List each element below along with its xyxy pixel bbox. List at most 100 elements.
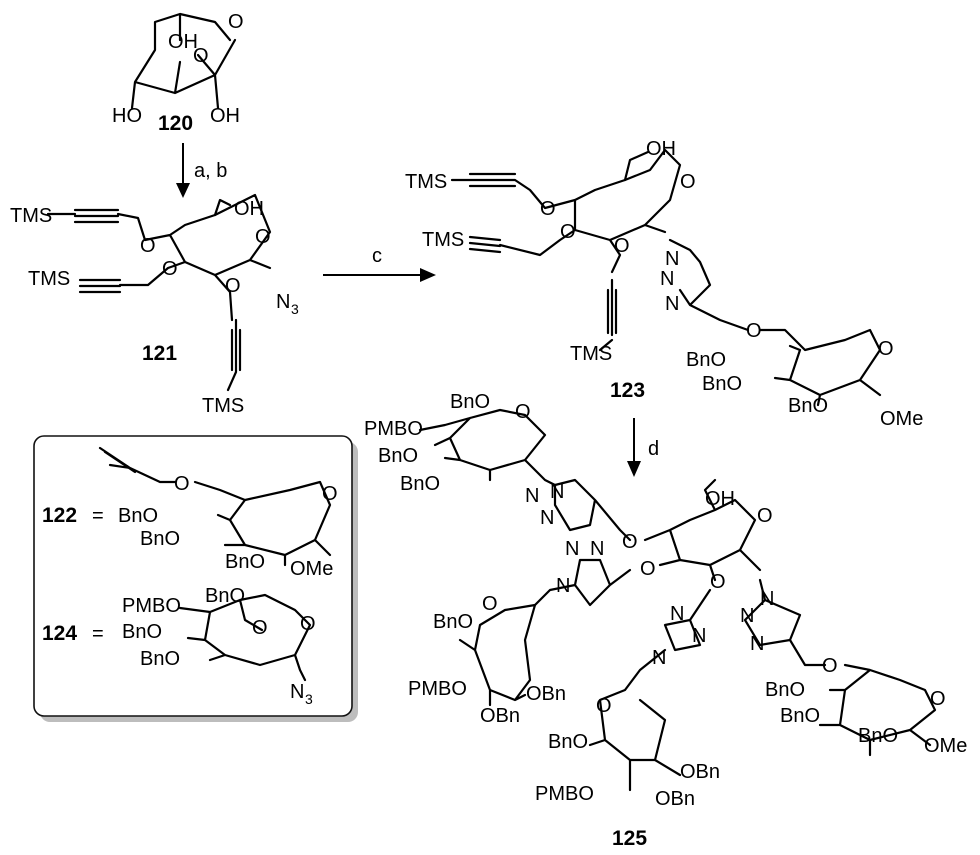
- c125-n-8: N: [670, 603, 684, 625]
- c125-o-7: O: [822, 655, 838, 677]
- c125-o-2: O: [622, 531, 638, 553]
- arrow-step-d: d: [627, 418, 659, 477]
- c122-o-ring: O: [322, 483, 338, 505]
- c124-bno-3: BnO: [140, 648, 180, 670]
- compound-121: TMS TMS TMS OH O O O O N 3 121: [10, 193, 299, 417]
- c125-obn-2: OBn: [480, 705, 520, 727]
- c121-n: N: [276, 291, 290, 313]
- c123-o-2: O: [560, 221, 576, 243]
- c125-bno-4: BnO: [433, 611, 473, 633]
- c121-n-sub: 3: [291, 301, 299, 317]
- compound-123: TMS TMS TMS OH O O O O N N N O O BnO BnO…: [405, 138, 923, 430]
- arrow-label-c: c: [372, 245, 382, 267]
- c123-tms-1: TMS: [405, 171, 447, 193]
- compound-125: PMBO BnO O BnO BnO N N N OH O O O O N N …: [364, 391, 967, 850]
- c123-o-1: O: [540, 198, 556, 220]
- arrow-step-ab: a, b: [176, 143, 227, 198]
- c125-bno-8: BnO: [858, 725, 898, 747]
- c121-o-3: O: [225, 275, 241, 297]
- c124-o-ring: O: [300, 613, 316, 635]
- c125-oh: OH: [705, 488, 735, 510]
- c123-o-ring-2: O: [878, 338, 894, 360]
- c120-o-ring: O: [228, 11, 244, 33]
- c121-tms-1: TMS: [10, 205, 52, 227]
- c121-oh: OH: [234, 198, 264, 220]
- arrow-label-d: d: [648, 438, 659, 460]
- c123-number: 123: [610, 379, 645, 402]
- c123-n-2: N: [660, 268, 674, 290]
- c125-n-5: N: [590, 538, 604, 560]
- c123-n-1: N: [665, 248, 679, 270]
- c125-n-10: N: [760, 588, 774, 610]
- c122-bno-1: BnO: [118, 505, 158, 527]
- c125-n-3: N: [540, 507, 554, 529]
- c121-tms-2: TMS: [28, 268, 70, 290]
- c124-pmbo: PMBO: [122, 595, 181, 617]
- c125-number: 125: [612, 827, 647, 850]
- c123-oh: OH: [646, 138, 676, 160]
- c125-n-1: N: [550, 481, 564, 503]
- c125-n-9: N: [652, 647, 666, 669]
- c125-obn-4: OBn: [655, 788, 695, 810]
- c123-o-ring: O: [680, 171, 696, 193]
- c123-n-3: N: [665, 293, 679, 315]
- c125-n-6: N: [556, 575, 570, 597]
- c121-o-1: O: [140, 235, 156, 257]
- c123-bno-2: BnO: [702, 373, 742, 395]
- c125-pmbo-3: PMBO: [535, 783, 594, 805]
- c125-bno-1: BnO: [450, 391, 490, 413]
- inset-box: 122 = O O BnO BnO BnO OMe PMBO BnO BnO B…: [33, 435, 358, 722]
- c125-o-ring: O: [757, 505, 773, 527]
- c120-o-bridge: O: [193, 45, 209, 67]
- c123-bno-1: BnO: [686, 349, 726, 371]
- c125-n-4: N: [565, 538, 579, 560]
- compound-120: OH O O HO OH 120: [112, 11, 244, 135]
- c120-ho: HO: [112, 105, 142, 127]
- c125-bno-7: BnO: [780, 705, 820, 727]
- arrow-label-ab: a, b: [194, 160, 227, 182]
- c125-bno-3: BnO: [400, 473, 440, 495]
- c125-n-12: N: [750, 633, 764, 655]
- c120-oh-right: OH: [210, 105, 240, 127]
- c123-ome: OMe: [880, 408, 923, 430]
- c125-o-5: O: [482, 593, 498, 615]
- compound-122: 122 = O O BnO BnO BnO OMe: [42, 446, 338, 580]
- c125-o-4: O: [710, 571, 726, 593]
- compound-124: PMBO BnO BnO BnO O O 124 = N 3: [42, 585, 316, 707]
- c125-obn-3: OBn: [680, 761, 720, 783]
- c124-o-bridge: O: [252, 617, 268, 639]
- c125-bno-2: BnO: [378, 445, 418, 467]
- c122-bno-2: BnO: [140, 528, 180, 550]
- c121-o-ring: O: [255, 226, 271, 248]
- c125-o-6: O: [596, 695, 612, 717]
- c122-eq: =: [92, 505, 104, 527]
- c125-n-11: N: [740, 605, 754, 627]
- c122-ome: OMe: [290, 558, 333, 580]
- c122-o-link: O: [174, 473, 190, 495]
- c125-n-2: N: [525, 485, 539, 507]
- c124-bno-1: BnO: [205, 585, 245, 607]
- arrow-step-c: c: [323, 245, 436, 282]
- c125-obn-1: OBn: [526, 683, 566, 705]
- c125-o-1: O: [515, 401, 531, 423]
- c121-tms-3: TMS: [202, 395, 244, 417]
- c125-o-3: O: [640, 558, 656, 580]
- c123-o-3: O: [614, 235, 630, 257]
- c125-bno-6: BnO: [765, 679, 805, 701]
- c120-oh-top: OH: [168, 31, 198, 53]
- c124-eq: =: [92, 623, 104, 645]
- c124-number: 124: [42, 622, 77, 645]
- c124-n: N: [290, 681, 304, 703]
- c124-bno-2: BnO: [122, 621, 162, 643]
- c125-ome: OMe: [924, 735, 967, 757]
- c123-bno-3: BnO: [788, 395, 828, 417]
- c125-n-7: N: [692, 625, 706, 647]
- c125-bno-5: BnO: [548, 731, 588, 753]
- c122-bno-3: BnO: [225, 551, 265, 573]
- c123-tms-3: TMS: [570, 343, 612, 365]
- c125-o-ring-2: O: [930, 688, 946, 710]
- c121-number: 121: [142, 342, 177, 365]
- c122-number: 122: [42, 504, 77, 527]
